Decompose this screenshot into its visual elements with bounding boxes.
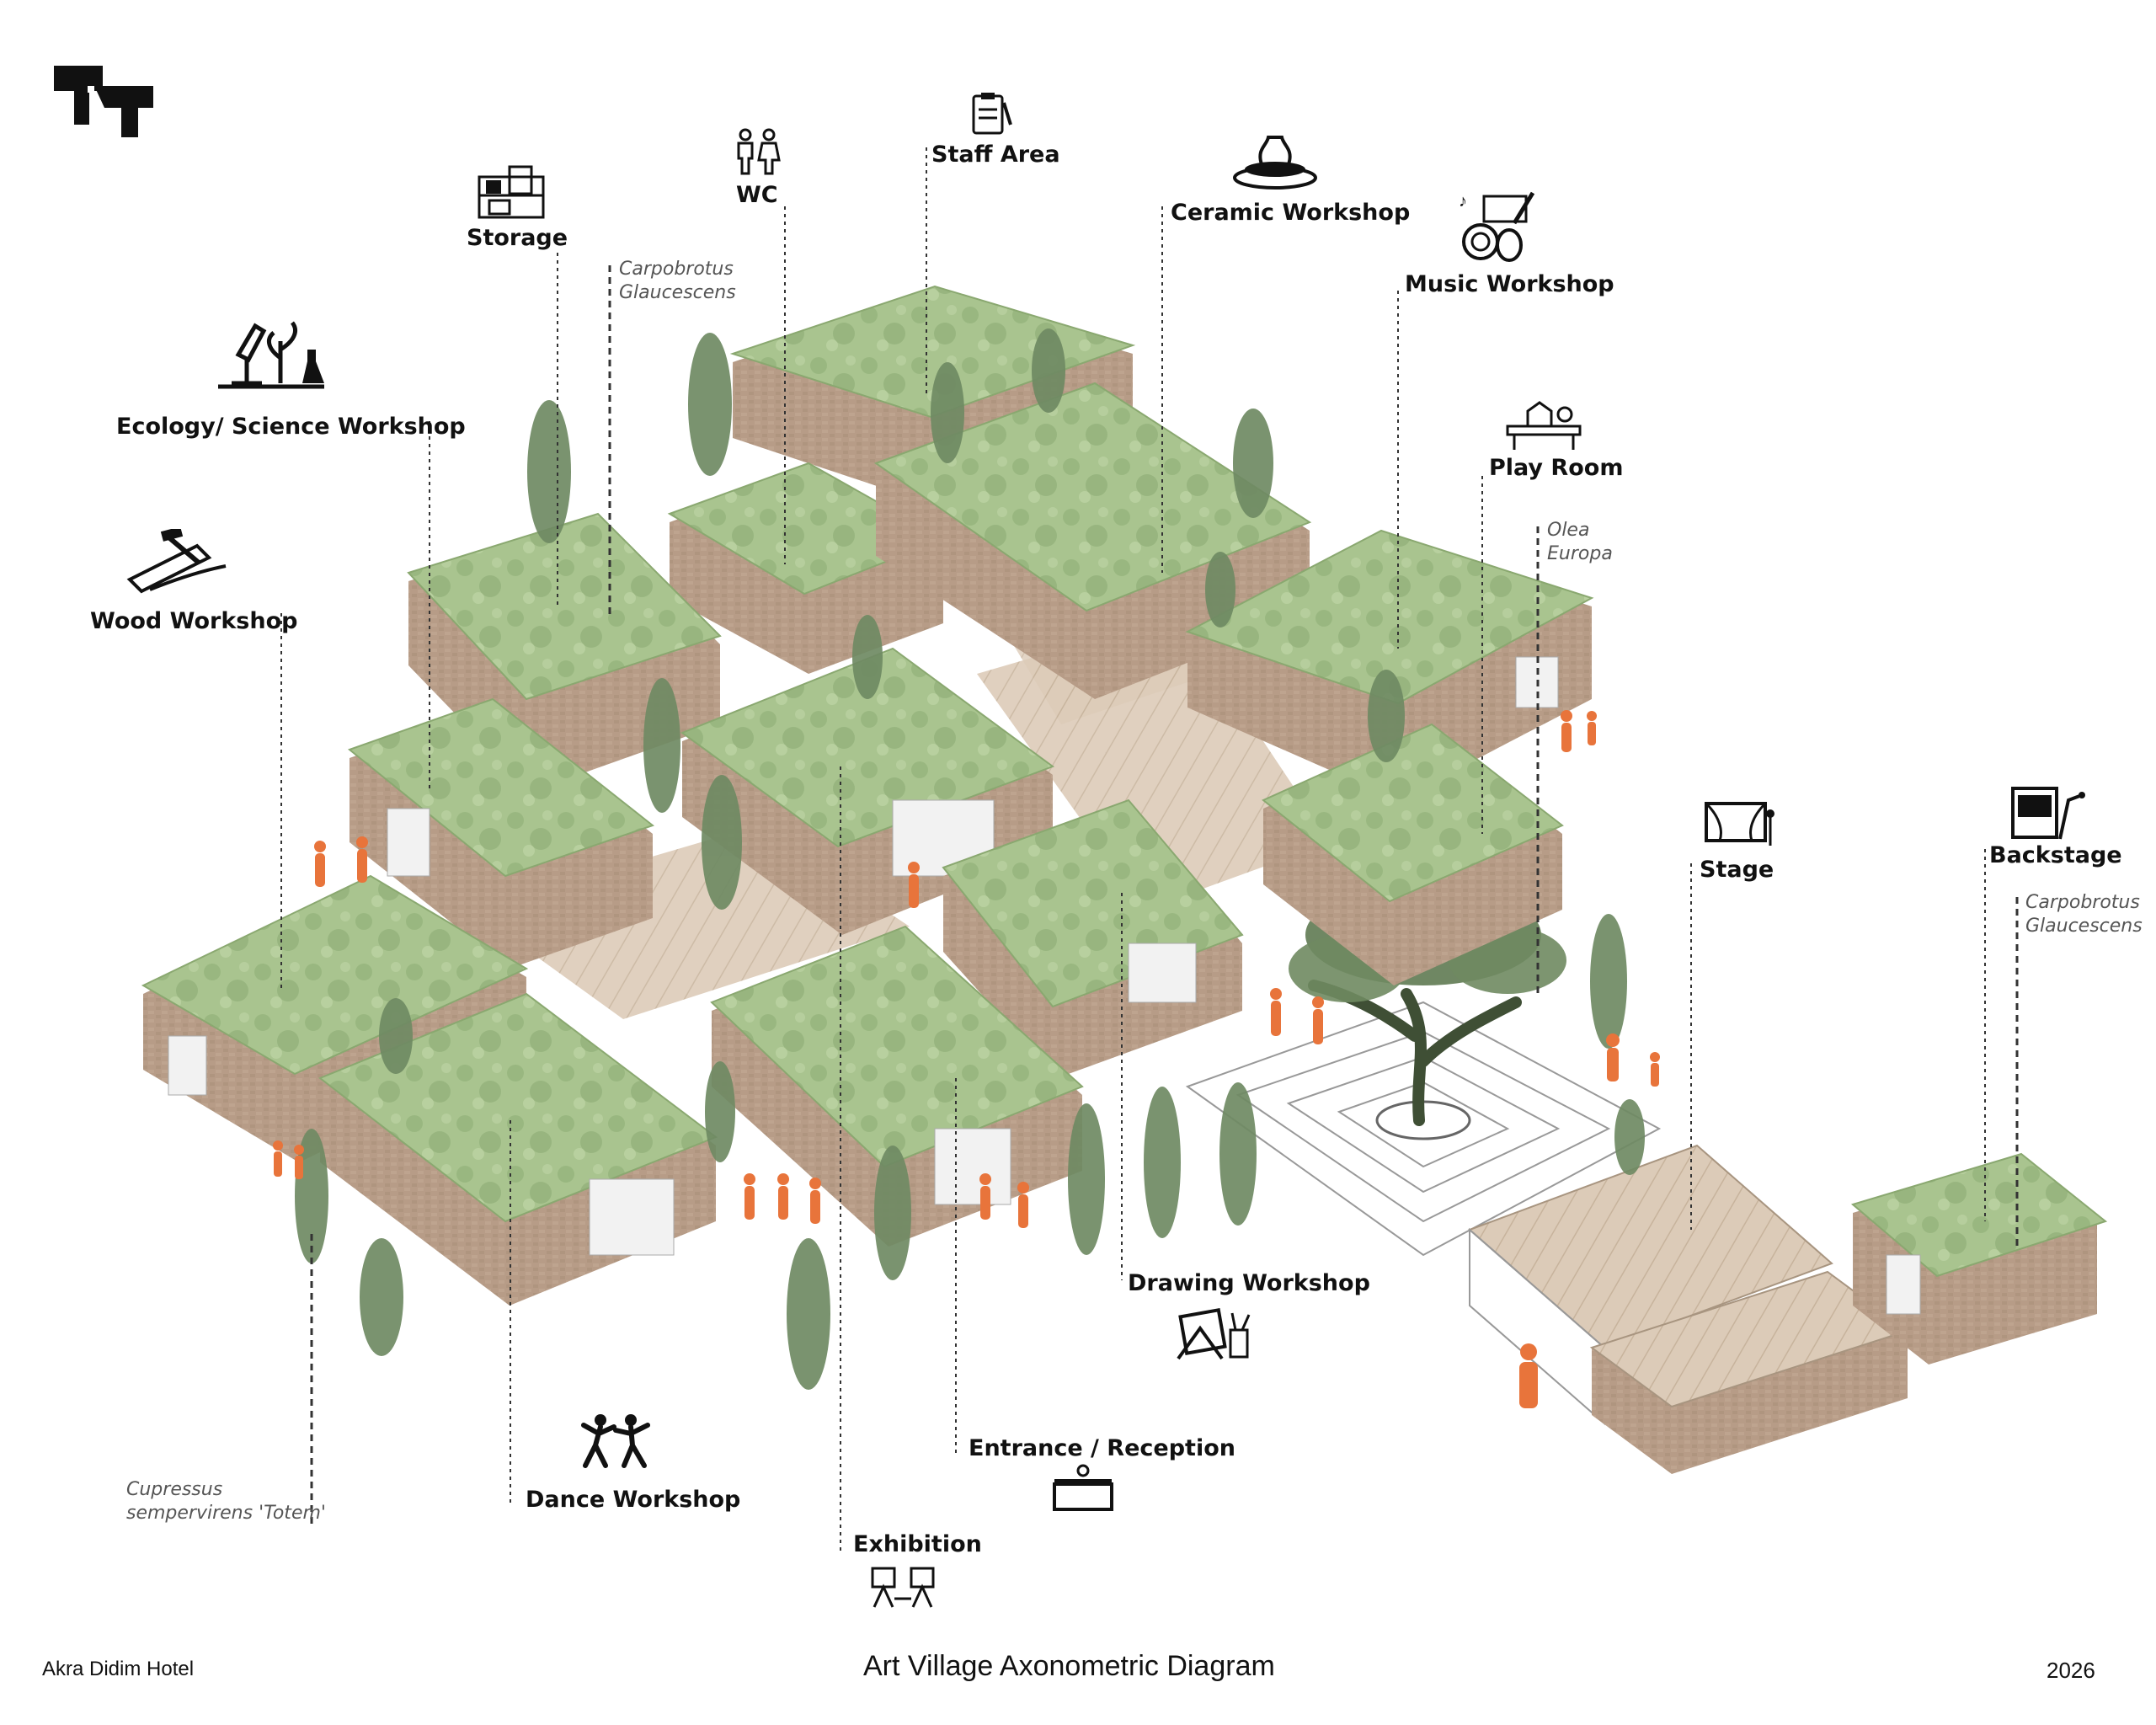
people-figures [273, 710, 1660, 1408]
plant-species: Glaucescens [2025, 916, 2143, 937]
plant-label-olea: Olea Europa [1547, 519, 1613, 566]
page-title: Art Village Axonometric Diagram [863, 1650, 1275, 1682]
stage-icon [1705, 802, 1774, 846]
restroom-icon [737, 128, 781, 175]
easel-brushes-icon [1177, 1308, 1251, 1360]
label-ceramic-workshop: Ceramic Workshop [1171, 200, 1411, 226]
music-instruments-icon: ♪ [1459, 191, 1535, 262]
building-backstage [1850, 1152, 2108, 1365]
building-play-room [1262, 723, 1564, 985]
label-entrance-reception: Entrance / Reception [969, 1435, 1235, 1461]
plant-label-carpobrotus-backstage: Carpobrotus Glaucescens [2025, 891, 2143, 938]
leader-lines [280, 147, 2019, 1554]
plant-label-cupressus: Cupressus sempervirens 'Totem' [126, 1478, 326, 1525]
footer-year: 2026 [2047, 1658, 2095, 1683]
backstage-icon [2011, 787, 2085, 840]
label-wc: WC [736, 182, 778, 208]
label-dance-workshop: Dance Workshop [526, 1487, 741, 1513]
reception-desk-icon [1053, 1464, 1113, 1511]
woodworking-tools-icon [126, 529, 227, 594]
svg-text:♪: ♪ [1459, 192, 1467, 211]
clipboard-icon [972, 93, 1012, 135]
label-backstage: Backstage [1989, 842, 2122, 868]
label-drawing-workshop: Drawing Workshop [1128, 1270, 1370, 1296]
plant-species: Glaucescens [619, 282, 736, 303]
tt-logo-icon [54, 66, 153, 137]
label-ecology-science-workshop: Ecology/ Science Workshop [116, 414, 466, 440]
building-ceramic [873, 382, 1312, 699]
cypress-trees [295, 328, 1645, 1390]
plant-species: sempervirens 'Totem' [126, 1503, 326, 1524]
buildings [141, 285, 2108, 1474]
building-ecology [347, 697, 655, 969]
building-music [1185, 529, 1594, 800]
label-music-workshop: Music Workshop [1405, 271, 1614, 297]
label-wood-workshop: Wood Workshop [90, 608, 298, 634]
microscope-plant-icon [218, 321, 324, 389]
building-dance [318, 992, 718, 1306]
plant-label-carpobrotus: Carpobrotus Glaucescens [619, 258, 736, 305]
footer-project-name: Akra Didim Hotel [42, 1658, 195, 1680]
plant-genus: Olea [1547, 520, 1590, 541]
pottery-wheel-icon [1233, 136, 1317, 190]
plant-genus: Carpobrotus [619, 259, 734, 280]
building-stage [1468, 1144, 1910, 1474]
building-drawing [942, 798, 1244, 1078]
label-play-room: Play Room [1489, 455, 1624, 481]
plant-genus: Carpobrotus [2025, 892, 2140, 913]
storage-shelves-icon [478, 165, 545, 219]
building-entrance [710, 925, 1084, 1247]
plant-species: Europa [1547, 543, 1613, 564]
label-staff-area: Staff Area [931, 142, 1060, 168]
label-exhibition: Exhibition [853, 1531, 982, 1557]
label-stage: Stage [1700, 857, 1774, 883]
label-storage: Storage [467, 225, 568, 251]
plant-genus: Cupressus [126, 1479, 223, 1500]
dancers-icon [581, 1414, 650, 1468]
playroom-icon [1506, 401, 1582, 450]
gallery-easels-icon [871, 1567, 935, 1608]
